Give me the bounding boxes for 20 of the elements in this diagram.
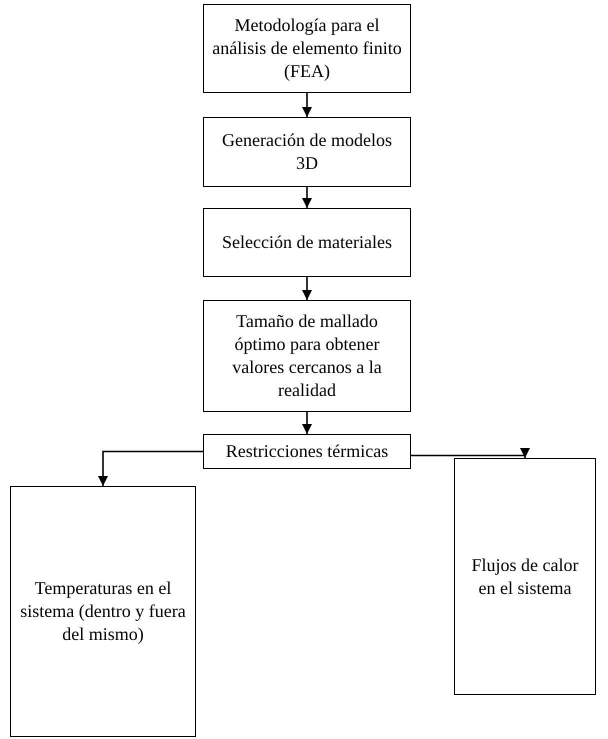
process-box — [203, 434, 411, 469]
arrow — [302, 187, 312, 208]
process-box — [203, 4, 411, 93]
arrow — [98, 450, 203, 486]
process-box — [203, 117, 411, 187]
box-label: Tamaño de mallado óptimo para obtener valores cercanos a la realidad — [231, 310, 383, 402]
box-label: Temperaturas en el sistema (dentro y fuera del mismo) — [19, 577, 187, 646]
process-box — [203, 208, 411, 277]
process-box — [454, 458, 596, 695]
box-label: Generación de modelos 3D — [221, 129, 393, 175]
box-label: Metodología para el análisis de elemento finito (FEA) — [212, 14, 402, 83]
box-label: Restricciones térmicas — [226, 440, 388, 463]
box-label: Flujos de calor en el sistema — [470, 554, 580, 600]
process-box — [203, 300, 411, 412]
arrow — [411, 448, 530, 458]
process-box — [10, 486, 196, 737]
arrow — [302, 412, 312, 434]
arrow — [302, 93, 312, 117]
box-label: Selección de materiales — [222, 231, 392, 254]
arrow — [302, 277, 312, 300]
